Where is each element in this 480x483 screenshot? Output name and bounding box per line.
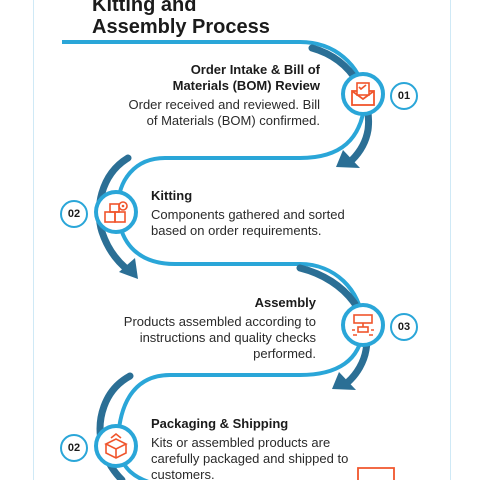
path-segment-2 [116, 99, 367, 209]
step-3-desc-line-3: performed. [253, 346, 316, 361]
left-frame-line [33, 0, 34, 480]
step-2-desc-line-2: based on order requirements. [151, 223, 322, 238]
boxes-gear-icon [104, 201, 128, 223]
step-1-title-line-1: Order Intake & Bill of [190, 62, 320, 77]
step-3-desc-line-1: Products assembled according to [123, 314, 316, 329]
step-2-title: Kitting [151, 188, 193, 203]
title-line-2: Assembly Process [92, 16, 270, 38]
step-4-desc-line-3: customers. [151, 467, 215, 482]
step-3-number: 03 [390, 313, 418, 341]
title-line-1: Kitting and [92, 0, 197, 16]
step-3-desc-line-2: instructions and quality checks [139, 330, 316, 345]
step-4-desc-line-2: carefully packaged and shipped to [151, 451, 349, 466]
path-segment-3 [116, 211, 365, 323]
path-segment-4 [116, 329, 365, 441]
step-1-title-line-2: Materials (BOM) Review [172, 78, 320, 93]
dark-arrowhead-1 [336, 150, 360, 168]
step-3-description: Products assembled according to instruct… [100, 314, 316, 362]
step-2-number: 02 [60, 200, 88, 228]
step-1-description: Order received and reviewed. Bill of Mat… [100, 97, 320, 129]
page-title: Kitting and Assembly Process [92, 0, 270, 38]
step-1-desc-line-1: Order received and reviewed. Bill [128, 97, 320, 112]
dark-arc-1 [308, 44, 373, 164]
step-3-icon-circle [341, 303, 385, 347]
step-2-desc-line-1: Components gathered and sorted [151, 207, 345, 222]
dark-arc-2 [95, 154, 132, 274]
step-1-title: Order Intake & Bill of Materials (BOM) R… [150, 62, 320, 94]
partial-next-icon [357, 467, 395, 480]
dark-arrowhead-2 [119, 258, 138, 279]
envelope-checklist-icon [351, 82, 375, 106]
step-2-icon-circle [94, 190, 138, 234]
step-1-desc-line-2: of Materials (BOM) confirmed. [146, 113, 320, 128]
step-4-description: Kits or assembled products are carefully… [151, 435, 371, 483]
package-shipping-icon [104, 432, 128, 459]
step-3-title: Assembly [254, 295, 316, 310]
dark-arrowhead-3 [332, 372, 356, 390]
step-1-number: 01 [390, 82, 418, 110]
assembly-line-icon [352, 314, 374, 336]
step-4-icon-circle [94, 424, 138, 468]
step-4-number: 02 [60, 434, 88, 462]
step-4-title: Packaging & Shipping [151, 416, 289, 431]
step-1-icon-circle [341, 72, 385, 116]
step-2-description: Components gathered and sorted based on … [151, 207, 351, 239]
right-frame-line [450, 0, 451, 480]
step-4-desc-line-1: Kits or assembled products are [151, 435, 331, 450]
